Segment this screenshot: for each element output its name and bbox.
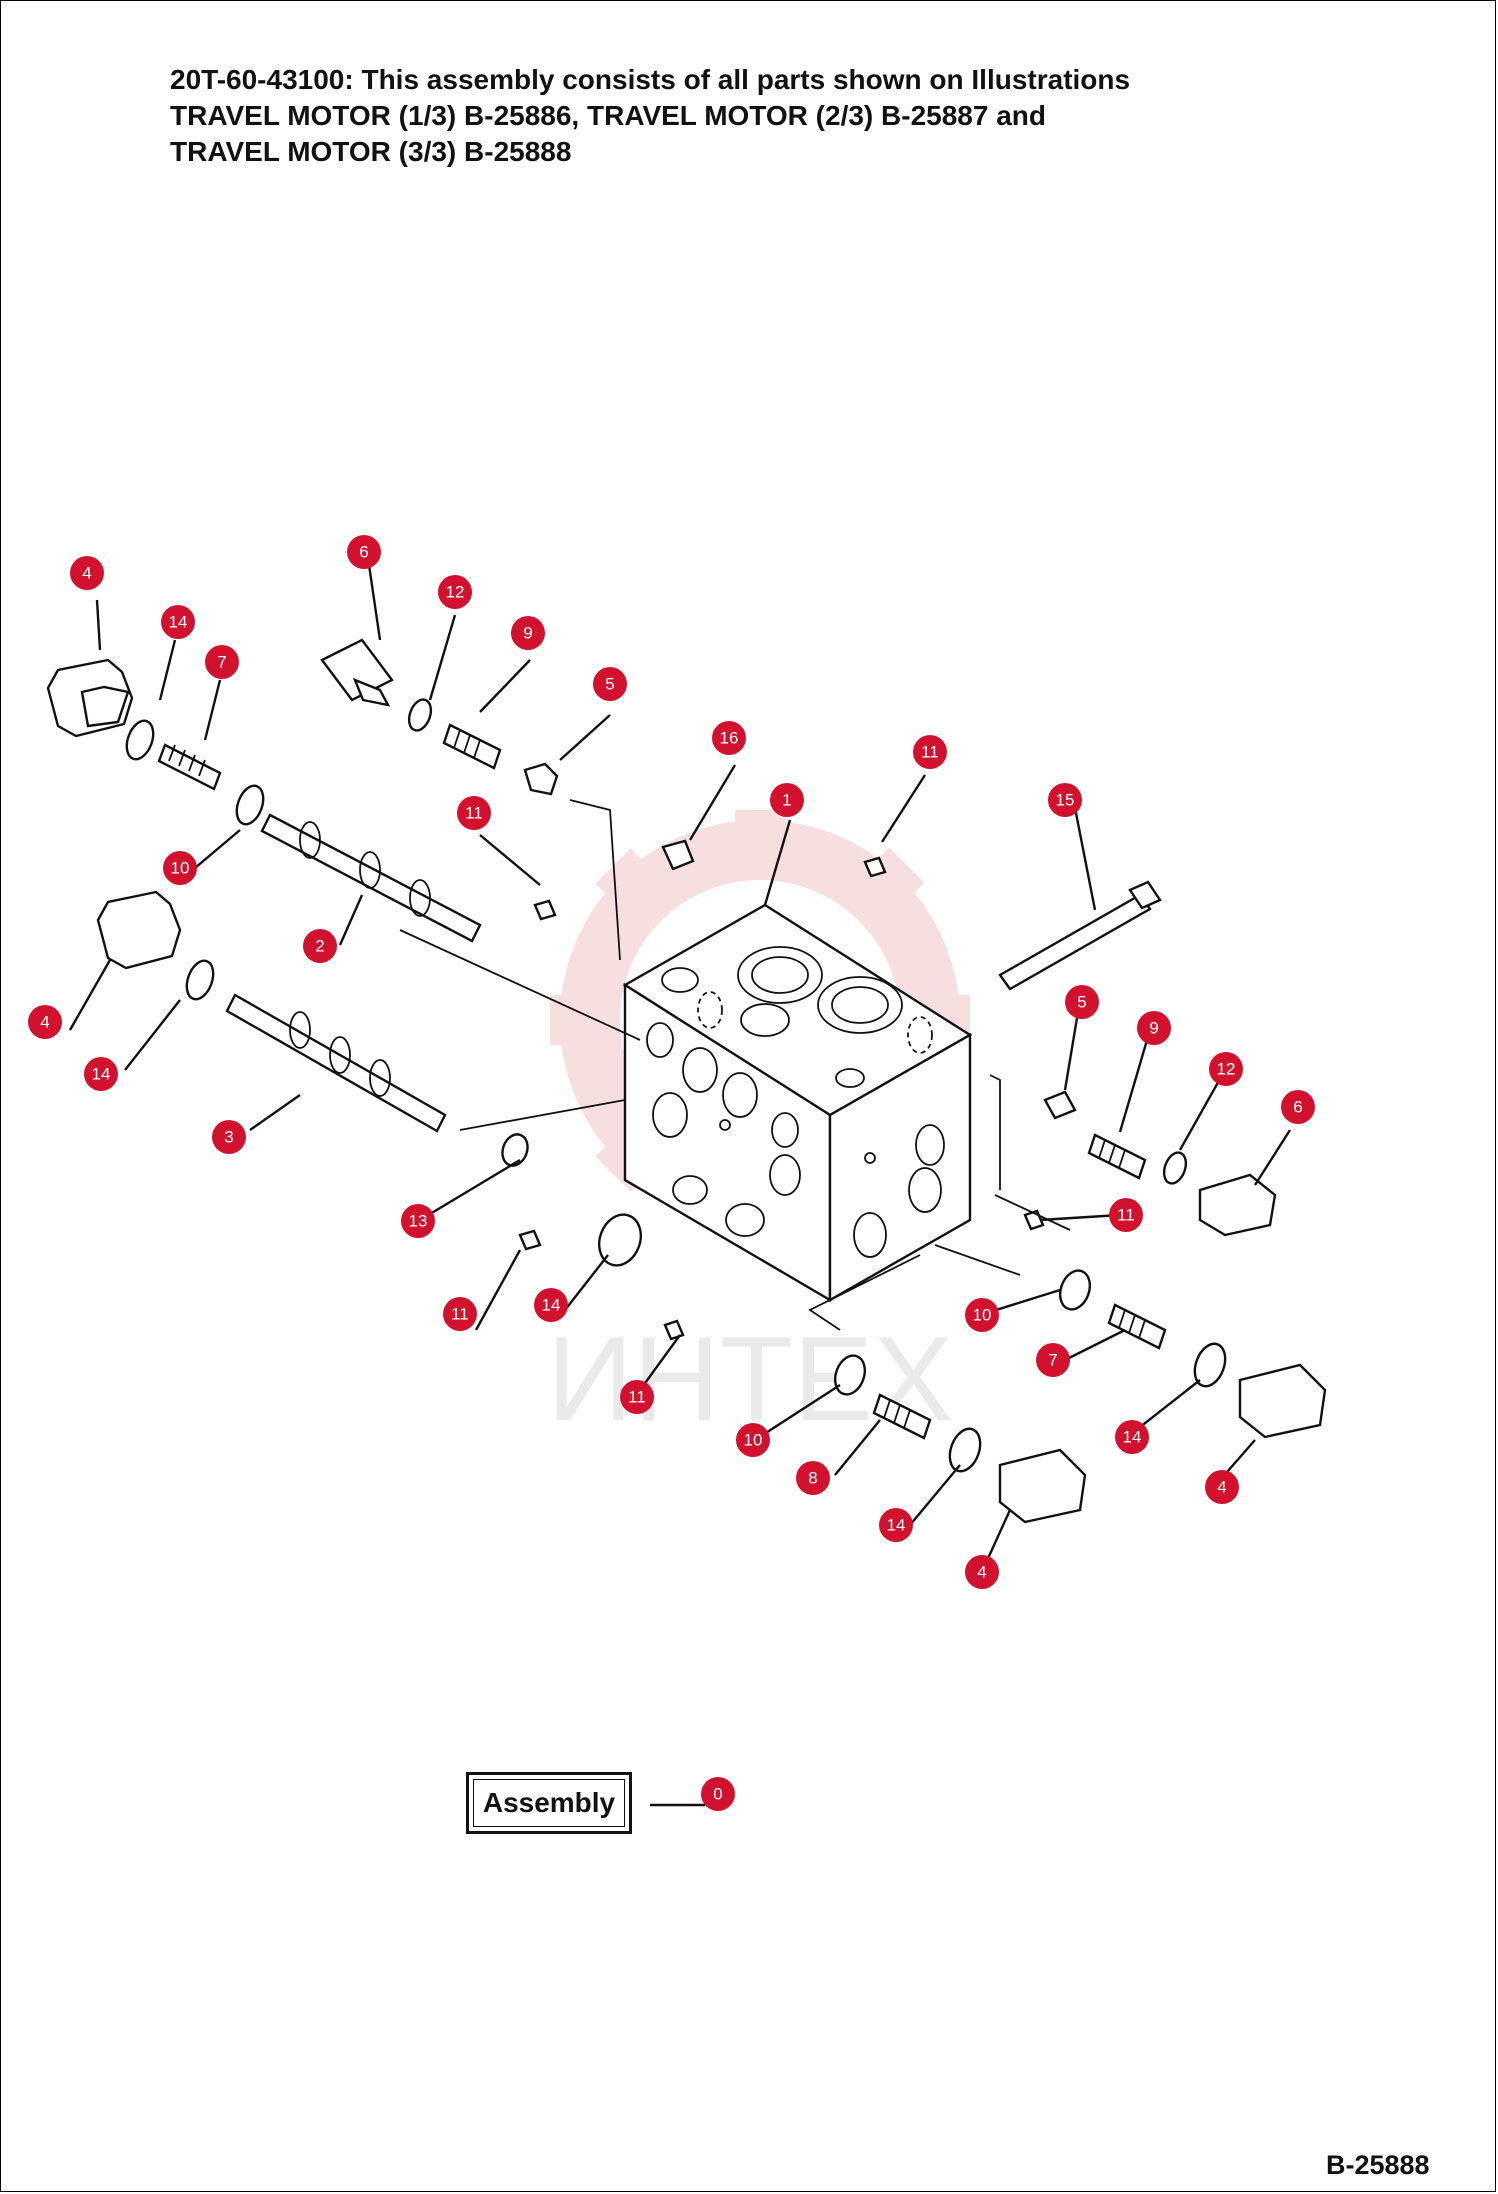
- callout-11: 11: [457, 796, 491, 830]
- svg-text:10: 10: [973, 1306, 992, 1325]
- svg-text:10: 10: [744, 1431, 763, 1450]
- callout-6: 6: [347, 535, 381, 569]
- callout-14: 14: [534, 1288, 568, 1322]
- callout-1: 1: [770, 783, 804, 817]
- callout-4: 4: [28, 1005, 62, 1039]
- svg-text:14: 14: [1123, 1428, 1142, 1447]
- svg-text:14: 14: [169, 613, 188, 632]
- callout-8: 8: [796, 1461, 830, 1495]
- callout-13: 13: [401, 1204, 435, 1238]
- svg-text:11: 11: [628, 1388, 646, 1407]
- callout-14: 14: [879, 1508, 913, 1542]
- svg-text:6: 6: [1293, 1098, 1302, 1117]
- left-components: [46, 658, 482, 1133]
- callout-15: 15: [1048, 783, 1082, 817]
- callout-9: 9: [511, 616, 545, 650]
- svg-text:5: 5: [1077, 993, 1086, 1012]
- callout-11: 11: [443, 1297, 477, 1331]
- title-line-2: TRAVEL MOTOR (1/3) B-25886, TRAVEL MOTOR…: [170, 100, 1046, 131]
- callout-14: 14: [1115, 1420, 1149, 1454]
- callout-12: 12: [438, 575, 472, 609]
- svg-text:1: 1: [782, 791, 791, 810]
- callout-4: 4: [70, 556, 104, 590]
- svg-text:7: 7: [1048, 1351, 1057, 1370]
- callout-7: 7: [205, 645, 239, 679]
- callout-12: 12: [1209, 1052, 1243, 1086]
- callout-16: 16: [712, 721, 746, 755]
- callout-4: 4: [965, 1555, 999, 1589]
- svg-text:4: 4: [40, 1013, 49, 1032]
- assembly-label: Assembly: [482, 1787, 616, 1818]
- callout-10: 10: [163, 851, 197, 885]
- svg-text:2: 2: [315, 937, 324, 956]
- top-components: [320, 638, 1162, 991]
- svg-text:14: 14: [92, 1065, 111, 1084]
- title-block: 20T-60-43100: This assembly consists of …: [170, 62, 1320, 170]
- assembly-box: Assembly: [466, 1772, 632, 1834]
- svg-text:7: 7: [217, 653, 226, 672]
- svg-text:6: 6: [359, 543, 368, 562]
- svg-text:9: 9: [1149, 1019, 1158, 1038]
- svg-text:12: 12: [1217, 1060, 1236, 1079]
- title-line-3: TRAVEL MOTOR (3/3) B-25888: [170, 136, 572, 167]
- callout-10: 10: [965, 1298, 999, 1332]
- svg-text:14: 14: [542, 1296, 561, 1315]
- callout-14: 14: [84, 1057, 118, 1091]
- callout-5: 5: [593, 667, 627, 701]
- document-number: B-25888: [1326, 2150, 1430, 2180]
- svg-text:15: 15: [1056, 791, 1075, 810]
- callout-11: 11: [620, 1380, 654, 1414]
- svg-text:4: 4: [1217, 1478, 1226, 1497]
- svg-text:11: 11: [451, 1305, 469, 1324]
- svg-text:12: 12: [446, 583, 465, 602]
- svg-text:11: 11: [1117, 1206, 1135, 1225]
- svg-text:13: 13: [409, 1212, 428, 1231]
- callout-5: 5: [1065, 985, 1099, 1019]
- svg-text:0: 0: [713, 1785, 722, 1804]
- callout-6: 6: [1281, 1090, 1315, 1124]
- svg-text:3: 3: [224, 1128, 233, 1147]
- right-components: [501, 1090, 1327, 1524]
- callout-14: 14: [161, 605, 195, 639]
- callout-11: 11: [913, 735, 947, 769]
- callout-4: 4: [1205, 1470, 1239, 1504]
- svg-text:11: 11: [465, 804, 483, 823]
- svg-text:11: 11: [921, 743, 939, 762]
- callout-2: 2: [303, 929, 337, 963]
- valve-body: [622, 903, 973, 1303]
- callout-10: 10: [736, 1423, 770, 1457]
- svg-text:8: 8: [808, 1469, 817, 1488]
- callout-7: 7: [1036, 1343, 1070, 1377]
- callout-11: 11: [1109, 1198, 1143, 1232]
- svg-text:5: 5: [605, 675, 614, 694]
- svg-text:4: 4: [977, 1563, 986, 1582]
- callout-0: 0: [701, 1777, 735, 1811]
- svg-text:4: 4: [82, 564, 91, 583]
- callout-3: 3: [212, 1120, 246, 1154]
- svg-text:16: 16: [720, 729, 739, 748]
- callout-9: 9: [1137, 1011, 1171, 1045]
- svg-text:10: 10: [171, 859, 190, 878]
- leader-lines: [68, 557, 1292, 1566]
- svg-text:9: 9: [523, 624, 532, 643]
- title-line-1: 20T-60-43100: This assembly consists of …: [170, 64, 1131, 95]
- svg-text:14: 14: [887, 1516, 906, 1535]
